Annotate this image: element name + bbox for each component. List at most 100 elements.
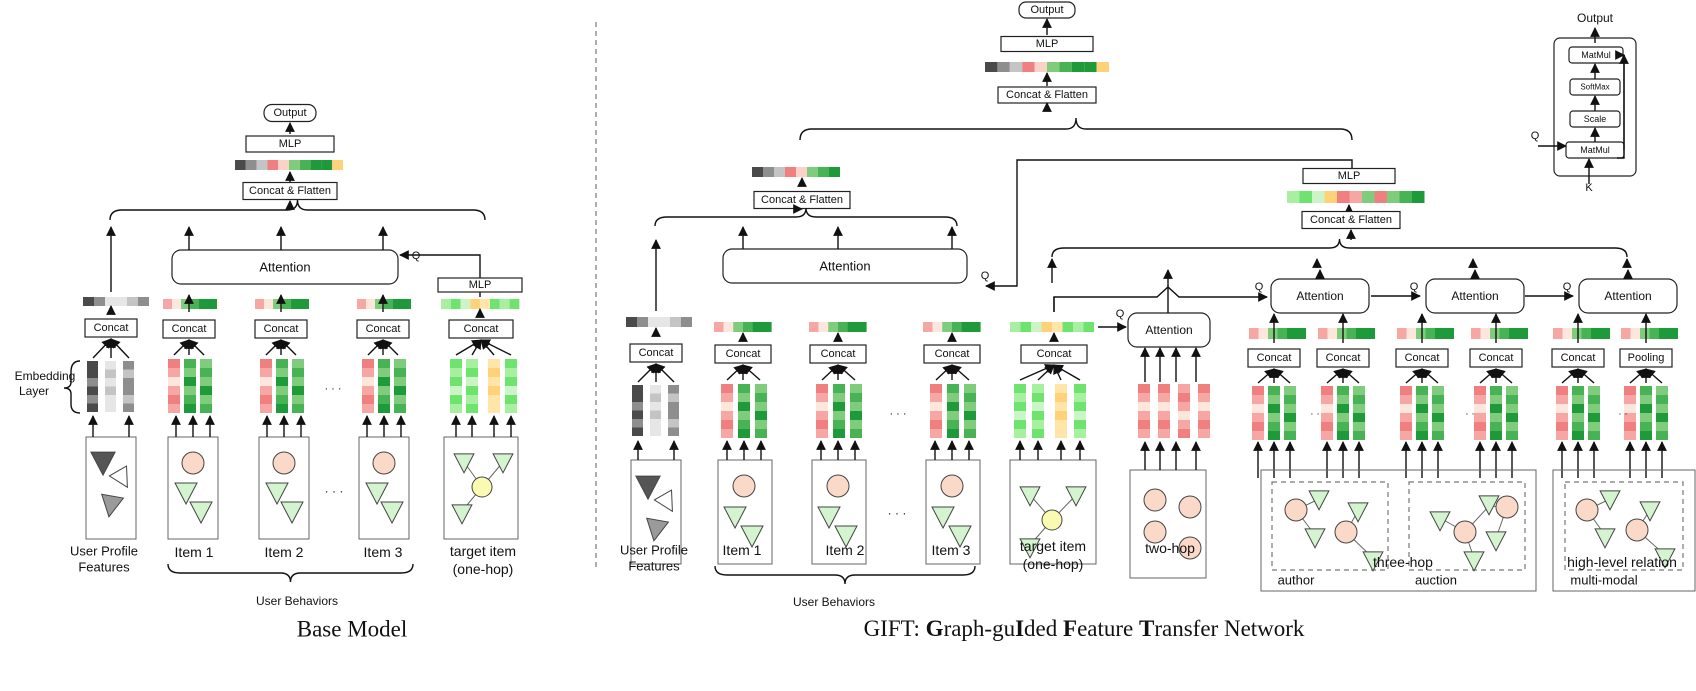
gift-item-concat: [923, 344, 981, 364]
gift-twohop-emb-cell: [1158, 384, 1170, 393]
gift-item-emb-cell: [964, 411, 976, 420]
gift-threehop-emb-cell: [1353, 404, 1365, 413]
target-node-triangle: [1019, 538, 1041, 559]
base-profile-concat-label: Concat: [94, 322, 129, 334]
gift-item-emb-cell: [930, 393, 942, 402]
gift-item-emb-cell: [833, 420, 845, 429]
gift-threehop-emb-cell: [1252, 413, 1264, 422]
gift-threehop-concat: [1316, 348, 1370, 368]
gift-threehop-pooling: [1619, 348, 1673, 368]
fan-arrow: [173, 339, 190, 356]
gift-target-graph: [1009, 459, 1097, 565]
gift-item-emb-cell: [850, 411, 862, 420]
gift-twohop-attention-label: Attention: [1145, 323, 1192, 337]
gift-threehop-q: Q: [1410, 281, 1419, 293]
gift-item-emb-cell: [816, 384, 828, 393]
base-item-emb-cell: [378, 377, 390, 386]
gift-profile-graph: [630, 459, 682, 565]
fan-arrow: [471, 339, 482, 356]
fan-arrow: [1561, 368, 1579, 384]
base-concat-flatten-box-label: Concat & Flatten: [249, 185, 331, 197]
gift-threehop-emb-cell: [1490, 422, 1502, 431]
base-item-emb-cell: [200, 404, 212, 413]
fan-arrow: [1342, 368, 1360, 384]
fan-arrow: [480, 339, 495, 356]
gift-threehop-emb-cell: [1400, 413, 1412, 422]
gift-target-emb-cell: [1014, 393, 1026, 402]
gift-item-emb-cell: [964, 384, 976, 393]
gift-item-bar-cell: [762, 322, 772, 332]
base-item-bar-cell: [163, 299, 172, 309]
base-item-bar-cell: [273, 299, 282, 309]
base-target-emb-cell: [466, 359, 478, 368]
gift-graph-mlp: [1302, 167, 1396, 185]
gift-threehop-bar-cell: [1356, 328, 1366, 339]
base-item-emb-cell: [260, 359, 272, 368]
base-target-bar-cell: [490, 299, 500, 309]
base-item-emb-cell: [200, 368, 212, 377]
gift-twohop-emb-cell: [1198, 420, 1210, 429]
gift-threehop-emb-cell: [1268, 413, 1280, 422]
gift-item-emb-cell: [947, 393, 959, 402]
gift-twohop-emb-cell: [1158, 420, 1170, 429]
gift-target-bar-cell: [1031, 322, 1042, 332]
gift-mlp-box-label: MLP: [1036, 38, 1059, 50]
gift-threehop-bar-cell: [1649, 328, 1659, 339]
multimodal-node-triangle: [1654, 548, 1676, 569]
gift-threehop-bar-cell: [1318, 328, 1328, 339]
base-profile-emb-cell: [123, 361, 134, 370]
gift-item-bar-cell: [932, 322, 943, 332]
base-target-emb-cell: [450, 359, 462, 368]
gift-twohop-emb-cell: [1178, 420, 1190, 429]
gift-threehop-bar-cell: [1365, 328, 1375, 339]
gift-item-emb-cell: [833, 429, 845, 438]
gift-item-emb-cell: [833, 411, 845, 420]
embedding-layer-label: Embedding: [15, 369, 76, 383]
gift-item-emb-cell: [755, 420, 767, 429]
gift-threehop-graph: [1260, 469, 1537, 592]
target-node-triangle: [1065, 486, 1087, 507]
base-target-emb-cell: [505, 395, 517, 404]
gift-threehop-emb-cell: [1284, 413, 1296, 422]
gift-threehop-attention: [1270, 278, 1370, 314]
gift-threehop-emb-cell: [1506, 413, 1518, 422]
base-target-mlp: [437, 277, 523, 293]
gift-graph-feature-bar-cell: [1362, 191, 1375, 203]
item-node-triangle: [723, 506, 747, 530]
base-user-behaviors-label: User Behaviors: [256, 594, 338, 608]
gift-threehop-ellipsis: · ·: [1465, 409, 1474, 420]
gift-threehop-emb-cell: [1506, 422, 1518, 431]
gift-item-graph: [811, 459, 867, 565]
base-feature-bar-cell: [256, 160, 268, 170]
base-target-emb-cell: [488, 377, 500, 386]
gift-feature-bar-cell: [997, 62, 1010, 72]
gift-target-emb-cell: [1032, 429, 1044, 438]
gift-graph-feature-bar-cell: [1399, 191, 1412, 203]
gift-item-emb-cell: [755, 384, 767, 393]
gift-threehop-concat-label: Concat: [1561, 352, 1596, 364]
gift-item-bar-cell: [971, 322, 981, 332]
gift-threehop-attention-label: Attention: [1451, 289, 1498, 303]
gift-threehop-pooling-label: Pooling: [1628, 352, 1665, 364]
profile-triangle-icon: [108, 465, 128, 489]
base-item-emb-cell: [168, 386, 180, 395]
gift-threehop-bar-cell: [1397, 328, 1407, 339]
gift-item-emb-cell: [964, 420, 976, 429]
base-profile-emb-cell: [105, 403, 116, 412]
base-item-bar-cell: [255, 299, 264, 309]
gift-threehop-emb-cell: [1624, 395, 1636, 404]
base-target-bar-cell: [460, 299, 471, 309]
gift-threehop-bar-cell: [1490, 328, 1500, 339]
gift-profile-emb-cell: [632, 410, 643, 419]
base-attention-box: [171, 249, 399, 285]
base-item-bar-cell: [366, 299, 375, 309]
gift-threehop-emb-cell: [1588, 431, 1600, 440]
gift-threehop-emb-cell: [1490, 386, 1502, 395]
base-item-emb-cell: [168, 368, 180, 377]
gift-profile-emb-cell: [668, 410, 679, 419]
gift-threehop-bar-cell: [1268, 328, 1278, 339]
gift-item-emb-cell: [964, 402, 976, 411]
gift-threehop-emb-cell: [1474, 413, 1486, 422]
gift-item1-label: Item 1: [723, 542, 762, 558]
base-target-concat: [448, 319, 514, 339]
